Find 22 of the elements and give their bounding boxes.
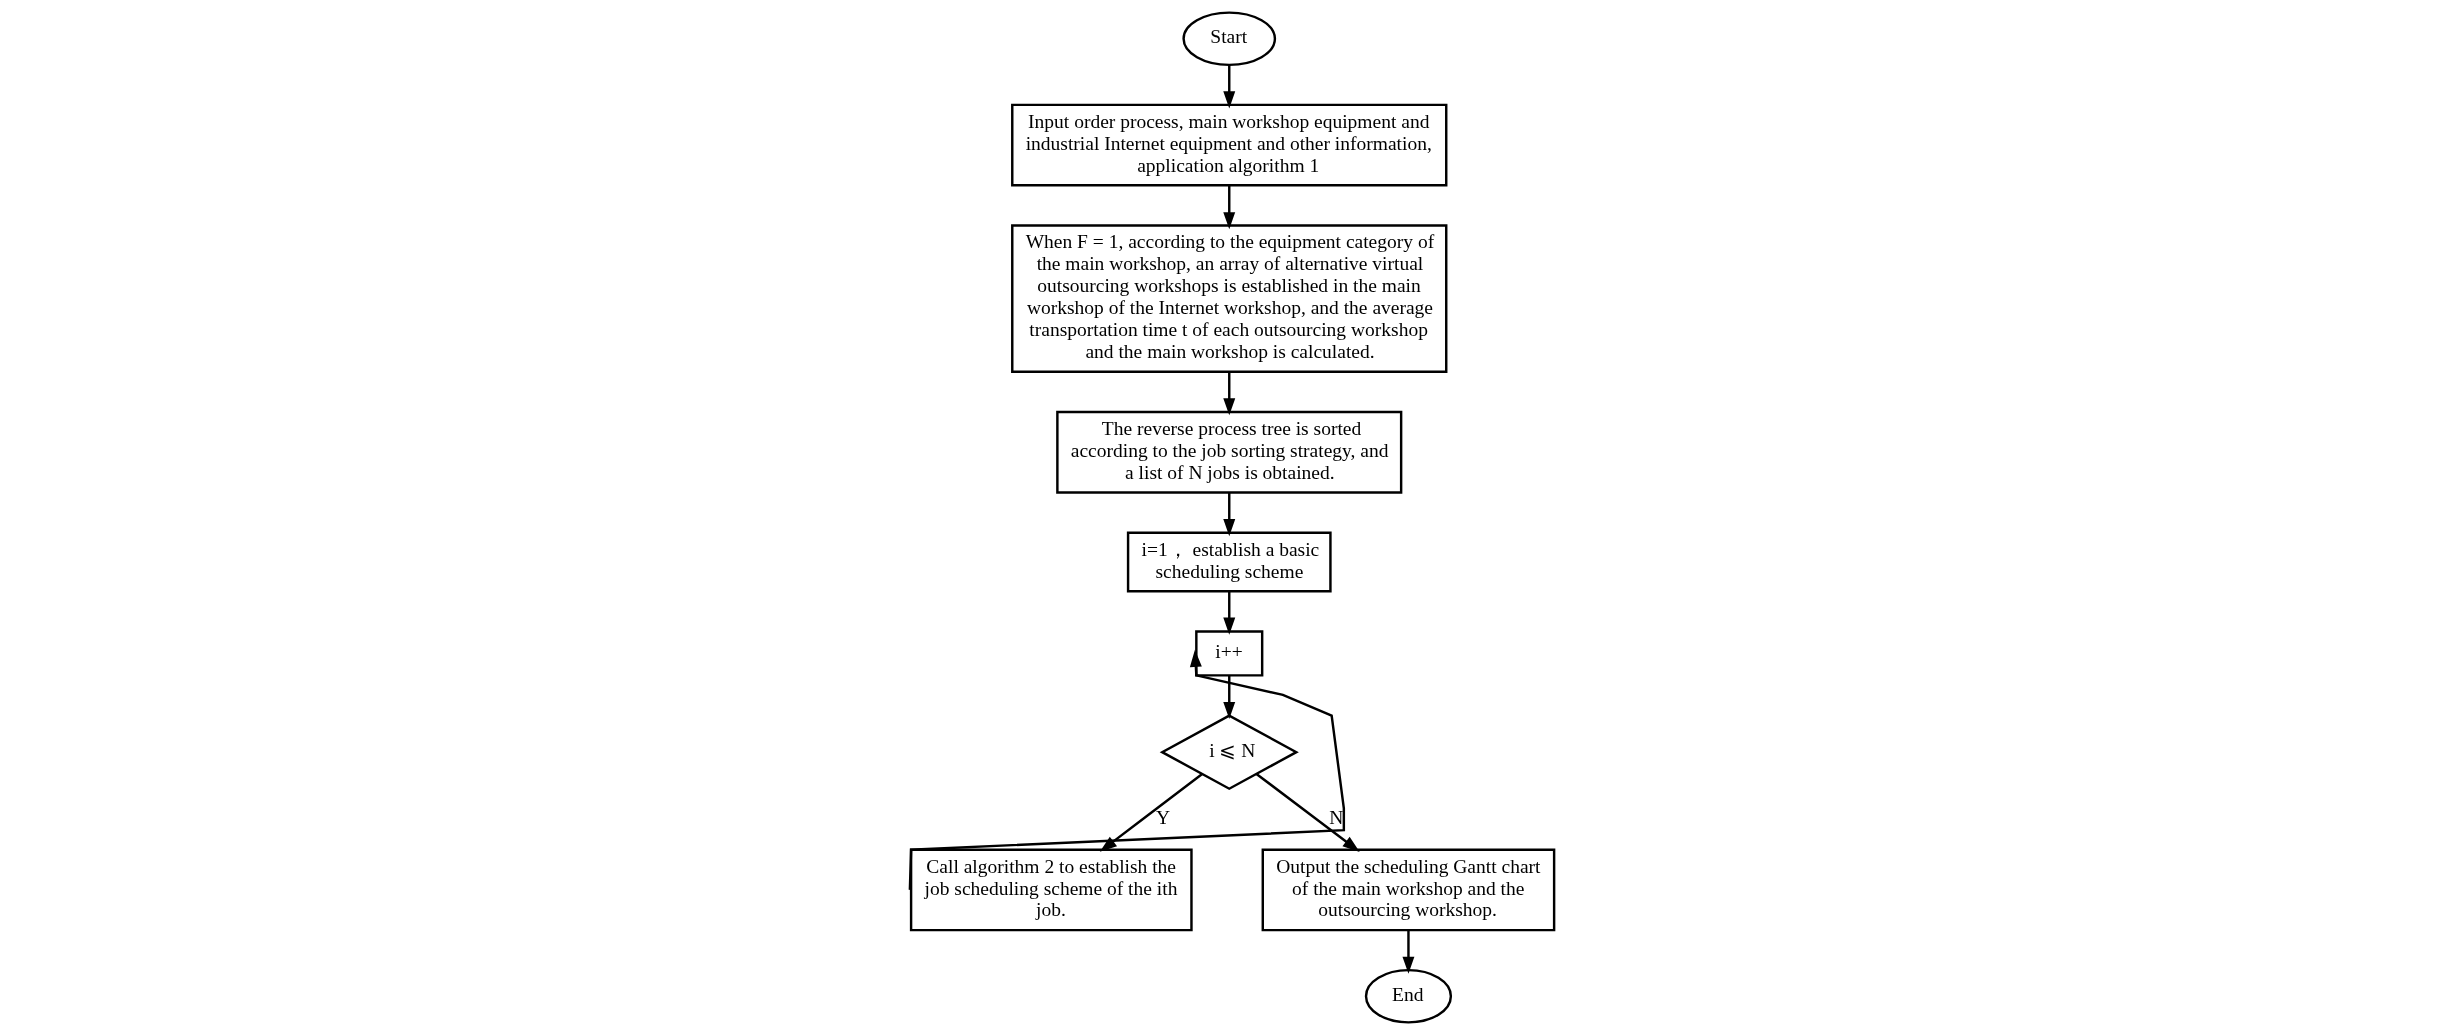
arrow: [1222, 65, 1235, 109]
arrow: [1222, 591, 1235, 635]
edge-label: N: [1328, 806, 1343, 828]
node-box: Input order process, main workshop equipment and industrial Internet equipment and other information, application algorithm 1: [1010, 103, 1447, 187]
arrow: [1222, 675, 1235, 719]
arrow: [1222, 371, 1235, 416]
edge-label: Y: [1155, 806, 1170, 828]
node-diamond: i ⩽ N: [1159, 714, 1299, 791]
node-ellipse: End: [1364, 968, 1452, 1024]
node-box: i++: [1194, 630, 1263, 677]
node-box: The reverse process tree is sorted according to the job sorting strategy, and a list of N jobs is obtained.: [1055, 410, 1402, 494]
arrow: [1222, 185, 1235, 230]
node-box: Call algorithm 2 to establish the job scheduling scheme of the ith job.: [909, 848, 1193, 932]
arrow: [908, 649, 1345, 890]
arrow: [1255, 772, 1360, 852]
node-box: i=1， establish a basic scheduling scheme: [1126, 531, 1332, 593]
arrow: [1099, 773, 1203, 852]
node-box: When F = 1, according to the equipment category of the main workshop, an array of alternative virtual outsourcing workshops is established in the main workshop of the Internet workshop, and the average transportation time t of each outsourcing workshop and the main workshop is calculated.: [1010, 224, 1447, 374]
node-ellipse: Start: [1181, 11, 1276, 67]
node-box: Output the scheduling Gantt chart of the main workshop and the outsourcing workshop.: [1261, 848, 1555, 932]
arrow: [1401, 930, 1414, 974]
arrow: [1222, 492, 1235, 537]
